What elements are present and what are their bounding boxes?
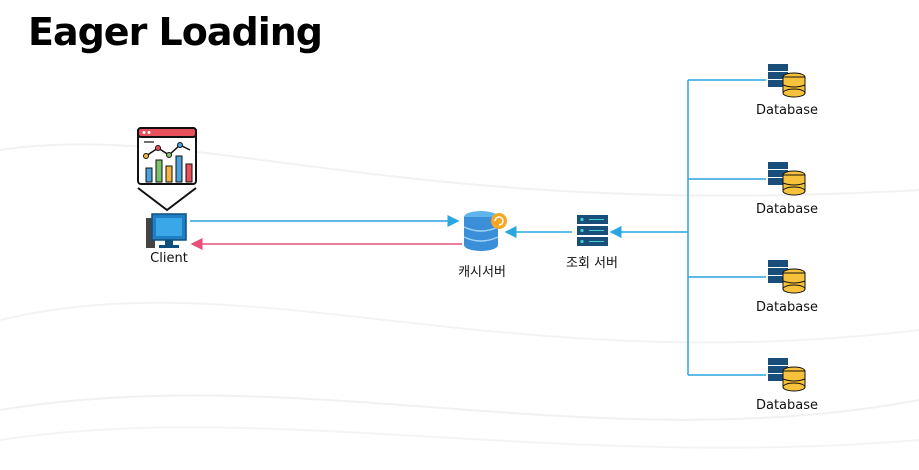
- database-icon-3: [768, 260, 806, 294]
- database-label-4: Database: [755, 398, 819, 413]
- database-label-2: Database: [755, 202, 819, 217]
- cache-server-label: 캐시서버: [458, 265, 506, 280]
- page-title: Eager Loading: [28, 10, 323, 54]
- down-chevron-icon: [137, 187, 197, 212]
- cache-database-icon: [463, 211, 507, 251]
- database-label-3: Database: [755, 300, 819, 315]
- database-icon-1: [768, 64, 806, 98]
- computer-icon: [146, 213, 187, 248]
- dashboard-chart-icon: [137, 127, 197, 185]
- server-rack-icon: [577, 215, 608, 246]
- database-icon-2: [768, 162, 806, 196]
- client-label: Client: [150, 251, 188, 266]
- database-label-1: Database: [755, 103, 819, 118]
- database-icon-4: [768, 358, 806, 392]
- query-server-label: 조회 서버: [566, 256, 618, 271]
